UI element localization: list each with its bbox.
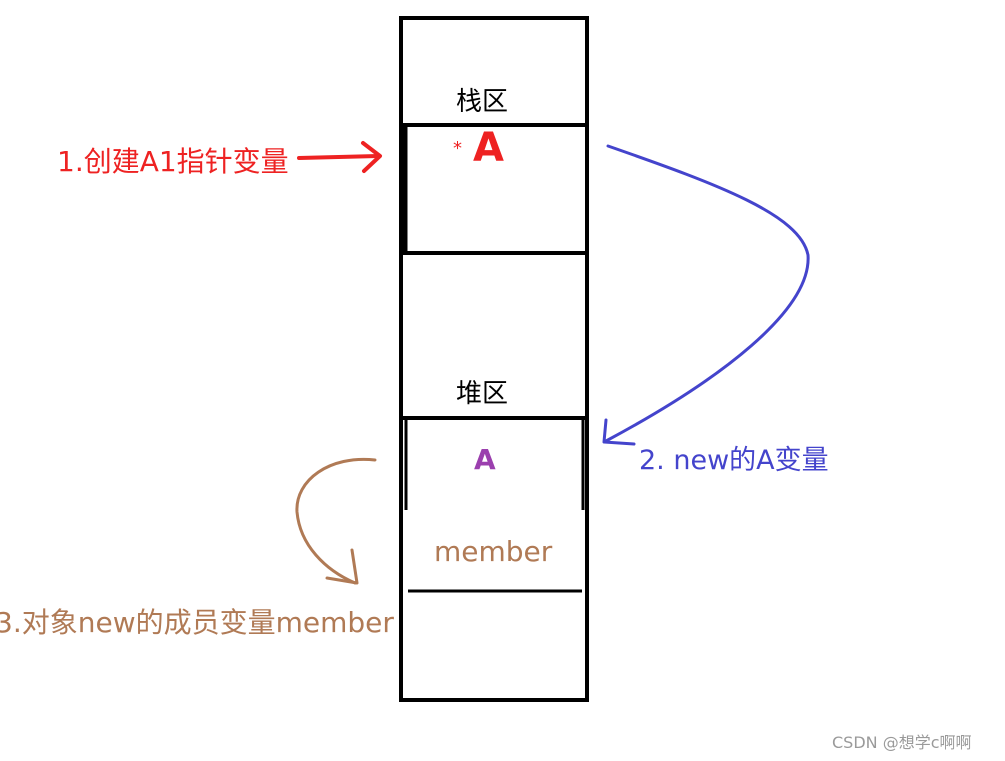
step2-annotation: 2. new的A变量 [639, 445, 829, 476]
step3-arrow [295, 457, 377, 585]
memory-column-outline [399, 16, 589, 702]
heap-region-label: 堆区 [456, 379, 509, 409]
step3-annotation: 3.对象new的成员变量member [0, 606, 394, 639]
step1-arrowhead [361, 141, 382, 173]
heap-object-name: A [474, 443, 496, 476]
step3-arrowhead [325, 548, 359, 585]
step2-arrowhead [602, 418, 636, 446]
step2-arrow [604, 144, 810, 443]
step1-arrow [297, 154, 380, 160]
member-variable-label: member [434, 535, 553, 568]
pointer-variable-name: A [473, 125, 504, 171]
step1-annotation: 1.创建A1指针变量 [57, 145, 289, 178]
watermark: CSDN @想学c啊啊 [832, 733, 972, 752]
pointer-star-symbol: * [453, 138, 462, 159]
stack-region-label: 栈区 [456, 87, 509, 117]
